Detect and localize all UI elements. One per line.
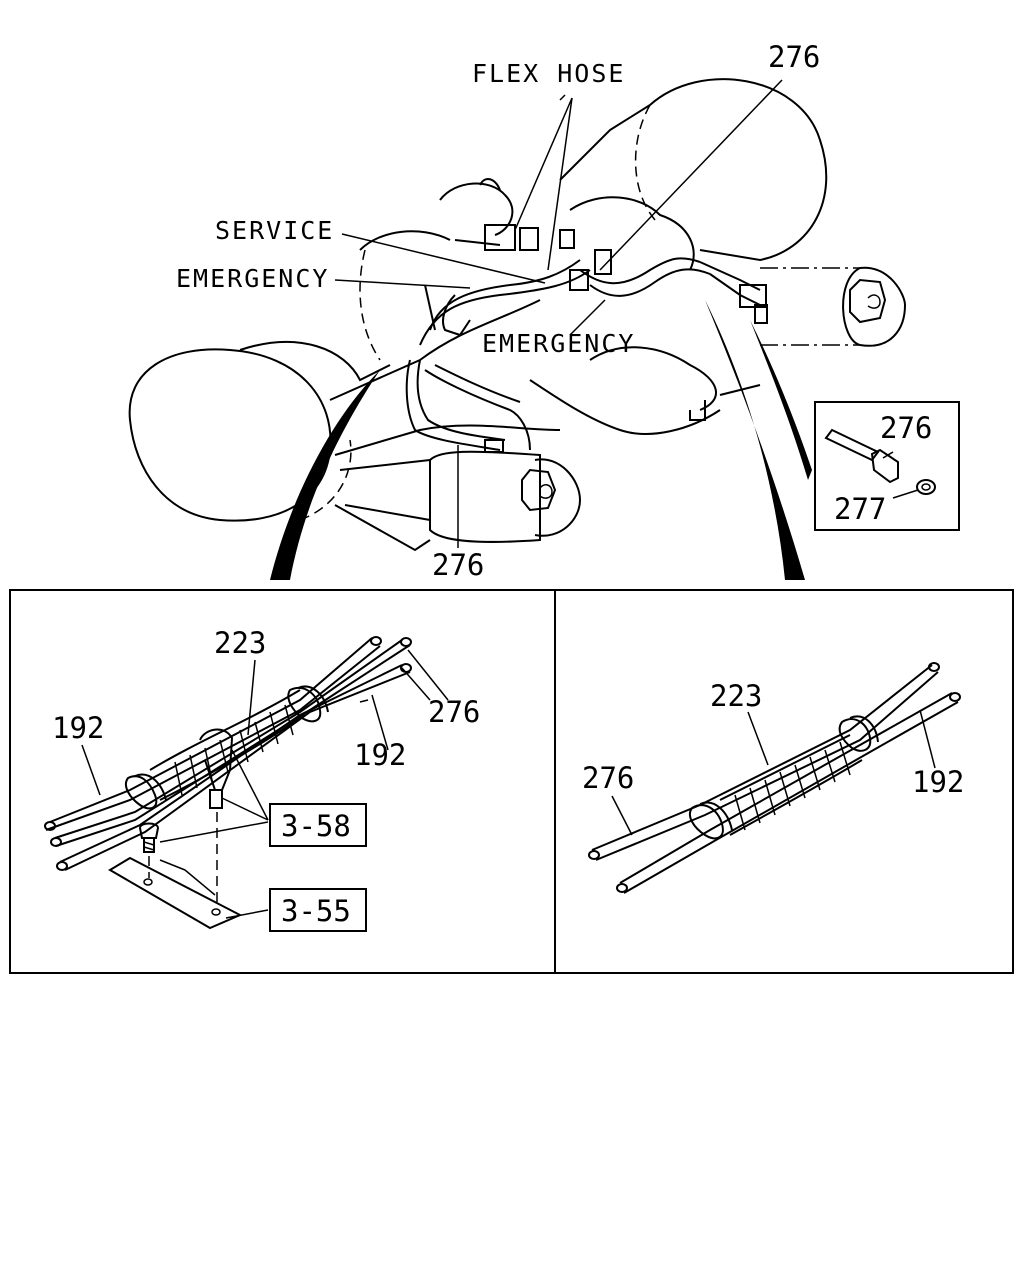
right-part-276-label: 276 [582, 761, 634, 795]
part-276-inset-label: 276 [880, 411, 932, 445]
right-detail: 223 276 192 [582, 662, 964, 894]
axle-assembly-illustration [128, 78, 907, 580]
detail-frame [9, 589, 1014, 974]
emergency-label-center: EMERGENCY [482, 329, 635, 358]
part-276-bottom-label: 276 [432, 548, 484, 582]
top-leader-lines [334, 79, 783, 548]
right-part-223-label: 223 [710, 679, 762, 713]
top-callouts: FLEX HOSE SERVICE EMERGENCY EMERGENCY 27… [176, 40, 820, 582]
left-part-192-label-right: 192 [354, 738, 406, 772]
fitting-inset: 276 277 [814, 401, 960, 531]
left-detail: 223 192 192 276 3-58 3-55 [44, 626, 480, 932]
ref-3-55-label: 3-55 [281, 894, 351, 928]
emergency-label-left: EMERGENCY [176, 264, 329, 293]
left-part-192-label-left: 192 [52, 711, 104, 745]
left-part-223-label: 223 [214, 626, 266, 660]
flex-hose-label: FLEX HOSE [472, 59, 625, 88]
left-part-276-label: 276 [428, 695, 480, 729]
service-label: SERVICE [215, 216, 334, 245]
part-276-top-label: 276 [768, 40, 820, 74]
ref-3-58-label: 3-58 [281, 809, 351, 843]
part-277-inset-label: 277 [834, 492, 886, 526]
right-part-192-label: 192 [912, 765, 964, 799]
